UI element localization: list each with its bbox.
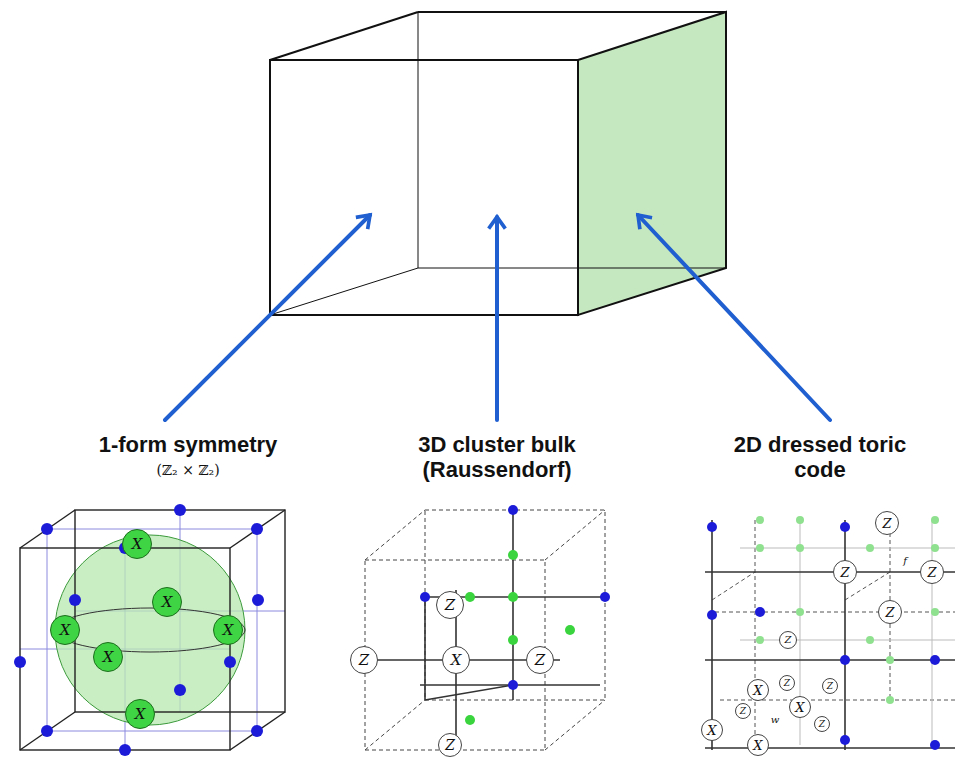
operator-circle: Z xyxy=(438,733,462,757)
one-form-lattice xyxy=(14,504,285,756)
operator-letter: X xyxy=(135,707,146,722)
operator-letter: Z xyxy=(535,653,545,668)
operator-circle: X xyxy=(747,734,769,756)
toric-lattice xyxy=(705,512,955,750)
operator-circle: X xyxy=(442,646,470,674)
operator-letter: X xyxy=(753,739,762,752)
operator-letter: X xyxy=(162,595,173,610)
operator-letter: Z xyxy=(819,720,825,729)
operator-circle: Z xyxy=(779,631,797,649)
operator-circle: Z xyxy=(833,560,857,584)
symmetry-group: (ℤ₂ × ℤ₂) xyxy=(108,462,268,478)
cluster-lattice xyxy=(350,505,610,750)
operator-letter: X xyxy=(707,724,716,737)
operator-circle: X xyxy=(125,699,155,729)
site-label: f xyxy=(898,555,912,566)
operator-letter: Z xyxy=(445,598,455,613)
operator-letter: Z xyxy=(927,566,936,579)
operator-letter: Z xyxy=(359,653,369,668)
operator-letter: X xyxy=(753,684,762,697)
operator-circle: Z xyxy=(875,511,899,535)
operator-letter: X xyxy=(103,650,114,665)
operator-letter: Z xyxy=(740,707,746,716)
operator-letter: Z xyxy=(885,606,894,619)
operator-letter: X xyxy=(795,701,804,714)
operator-circle: Z xyxy=(814,716,830,732)
operator-circle: Z xyxy=(350,646,378,674)
operator-circle: X xyxy=(122,529,152,559)
operator-circle: X xyxy=(93,642,123,672)
operator-letter: Z xyxy=(840,566,849,579)
section-heading: 1-form symmetry xyxy=(58,432,318,457)
operator-circle: Z xyxy=(735,703,751,719)
operator-circle: Z xyxy=(878,600,902,624)
operator-letter: Z xyxy=(785,635,792,645)
operator-letter: Z xyxy=(827,682,833,691)
operator-circle: X xyxy=(789,696,811,718)
operator-letter: X xyxy=(223,623,234,638)
operator-circle: X xyxy=(701,719,723,741)
operator-letter: Z xyxy=(445,738,455,752)
operator-circle: Z xyxy=(822,678,838,694)
operator-circle: X xyxy=(152,587,182,617)
operator-letter: X xyxy=(60,623,71,638)
operator-circle: X xyxy=(213,615,243,645)
operator-letter: Z xyxy=(882,517,891,530)
section-heading: 2D dressed toric code xyxy=(730,432,910,482)
operator-letter: X xyxy=(451,653,462,668)
operator-circle: Z xyxy=(526,646,554,674)
operator-circle: Z xyxy=(920,560,944,584)
operator-circle: X xyxy=(50,615,80,645)
section-heading: 3D cluster bulk (Raussendorf) xyxy=(377,432,617,482)
site-label: w xyxy=(768,714,782,725)
operator-circle: Z xyxy=(779,675,795,691)
pointer-arrows xyxy=(165,215,830,420)
operator-circle: X xyxy=(747,679,769,701)
operator-circle: Z xyxy=(436,591,464,619)
operator-letter: X xyxy=(132,537,143,552)
operator-letter: Z xyxy=(784,679,790,688)
